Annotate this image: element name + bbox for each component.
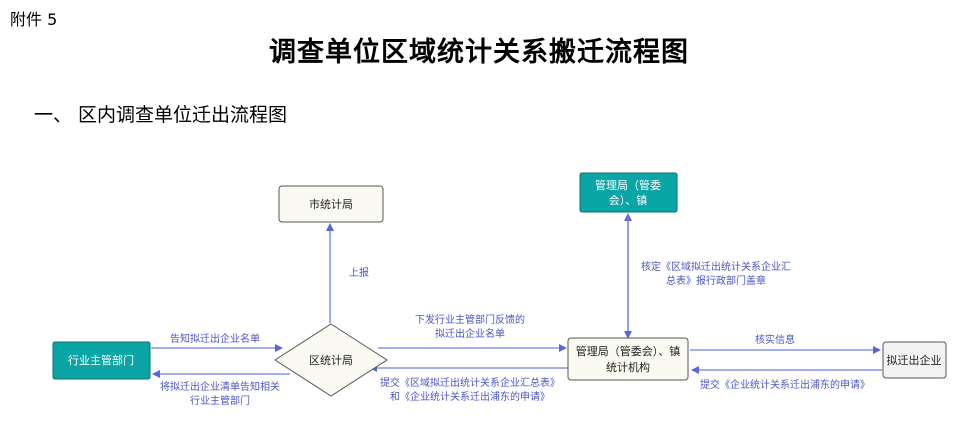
node-mgmt-center-label-1: 管理局（管委会）、镇 — [576, 344, 681, 358]
label-verify-info: 核实信息 — [755, 333, 795, 346]
label-notify-list: 告知拟迁出企业名单 — [170, 332, 260, 345]
section-heading: 一、 区内调查单位迁出流程图 — [34, 104, 288, 126]
node-district-bureau-label: 区统计局 — [309, 354, 353, 367]
label-submit-apply: 提交《企业统计关系迁出浦东的申请》 — [700, 378, 870, 391]
node-mgmt-top: 管理局（管委 会）、镇 — [579, 172, 678, 213]
label-submit-summary-1: 提交《区域拟迁出统计关系企业汇总表》 — [380, 376, 560, 389]
label-notify-back-1: 将拟迁出企业清单告知相关 — [160, 380, 280, 393]
page-title: 调查单位区域统计关系搬迁流程图 — [269, 37, 689, 68]
label-submit-summary-2: 和《企业统计关系迁出浦东的申请》 — [390, 390, 550, 403]
node-city-bureau-label: 市统计局 — [309, 197, 353, 211]
node-mgmt-center: 管理局（管委会）、镇 统计机构 — [567, 337, 689, 381]
label-notify-back-2: 行业主管部门 — [190, 394, 250, 407]
node-mgmt-top-label-2: 会）、镇 — [609, 193, 648, 207]
label-issue-down-1: 下发行业主管部门反馈的 — [415, 313, 525, 326]
label-verify-2: 总表》报行政部门盖章 — [666, 274, 766, 287]
node-city-bureau: 市统计局 — [278, 185, 384, 223]
node-mgmt-center-label-2: 统计机构 — [606, 360, 650, 374]
label-report-up: 上报 — [349, 266, 369, 279]
node-district-bureau: 区统计局 — [274, 323, 388, 397]
attachment-label: 附件 5 — [10, 10, 58, 29]
node-enterprise-label: 拟迁出企业 — [887, 353, 942, 367]
node-enterprise: 拟迁出企业 — [882, 341, 947, 379]
node-industry-dept-label: 行业主管部门 — [68, 353, 134, 367]
node-mgmt-top-label-1: 管理局（管委 — [595, 178, 661, 192]
label-verify-1: 核定《区域拟迁出统计关系企业汇 — [641, 260, 791, 273]
label-issue-down-2: 拟迁出企业名单 — [435, 327, 505, 340]
node-industry-dept: 行业主管部门 — [52, 341, 151, 380]
